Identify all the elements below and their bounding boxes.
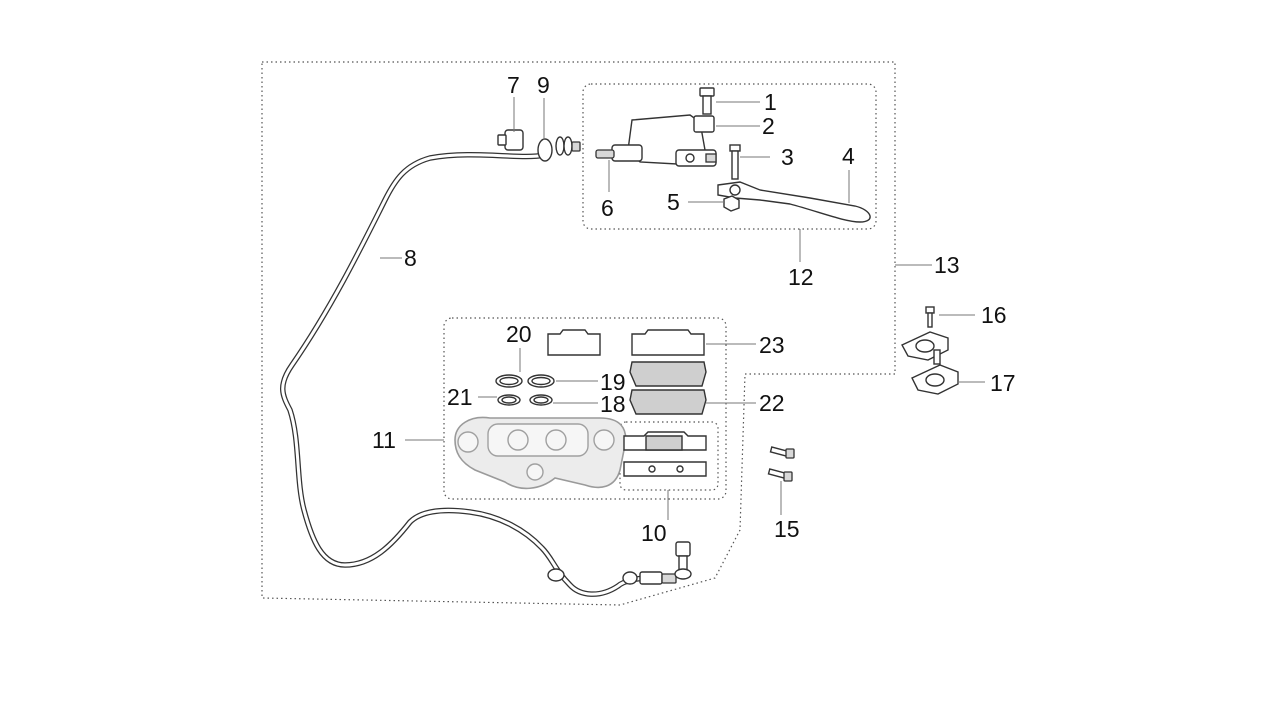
- banjo-fitting-top: [537, 136, 581, 162]
- callout-18: 18: [600, 391, 626, 417]
- lever-pivot-bolt: [729, 144, 741, 180]
- caliper-mounting-bolts: [767, 446, 795, 482]
- callout-1: 1: [764, 89, 777, 115]
- banjo-bolt-lower: [674, 541, 692, 580]
- reservoir-cap: [693, 115, 715, 133]
- piston-seals-lower: [497, 394, 553, 406]
- master-cylinder: [595, 114, 717, 167]
- callout-16: 16: [981, 302, 1007, 328]
- pad-set: [623, 431, 707, 477]
- callout-13: 13: [934, 252, 960, 278]
- pad-shims: [547, 329, 705, 356]
- brake-hose: [280, 152, 651, 597]
- callout-2: 2: [762, 113, 775, 139]
- callout-21: 21: [447, 384, 473, 410]
- leader-lines: [380, 97, 985, 520]
- piston-seals-upper: [495, 374, 555, 388]
- callout-4: 4: [842, 143, 855, 169]
- callout-20: 20: [506, 321, 532, 347]
- brake-lever: [717, 181, 871, 223]
- assembly-outline-13: [261, 61, 896, 606]
- caliper-group-outline: [443, 317, 727, 500]
- callout-15: 15: [774, 516, 800, 542]
- brake-pads: [629, 361, 707, 415]
- callout-23: 23: [759, 332, 785, 358]
- callout-6: 6: [601, 195, 614, 221]
- handlebar-clamp-lower: [911, 349, 959, 395]
- callout-8: 8: [404, 245, 417, 271]
- lever-pivot-nut: [723, 195, 740, 212]
- callout-17: 17: [990, 370, 1016, 396]
- reservoir-cap-screw: [699, 87, 715, 115]
- callout-10: 10: [641, 520, 667, 546]
- callout-11: 11: [372, 427, 396, 453]
- hose-lower-fittings: [547, 568, 677, 585]
- callout-5: 5: [667, 189, 680, 215]
- callout-19: 19: [600, 369, 626, 395]
- callout-3: 3: [781, 144, 794, 170]
- brake-caliper: [454, 416, 627, 490]
- banjo-bolt-top: [497, 129, 524, 151]
- callout-12: 12: [788, 264, 814, 290]
- callout-7: 7: [507, 72, 520, 98]
- callout-9: 9: [537, 72, 550, 98]
- callout-22: 22: [759, 390, 785, 416]
- handlebar-clamp-upper: [901, 331, 949, 361]
- clamp-bolt: [925, 306, 935, 328]
